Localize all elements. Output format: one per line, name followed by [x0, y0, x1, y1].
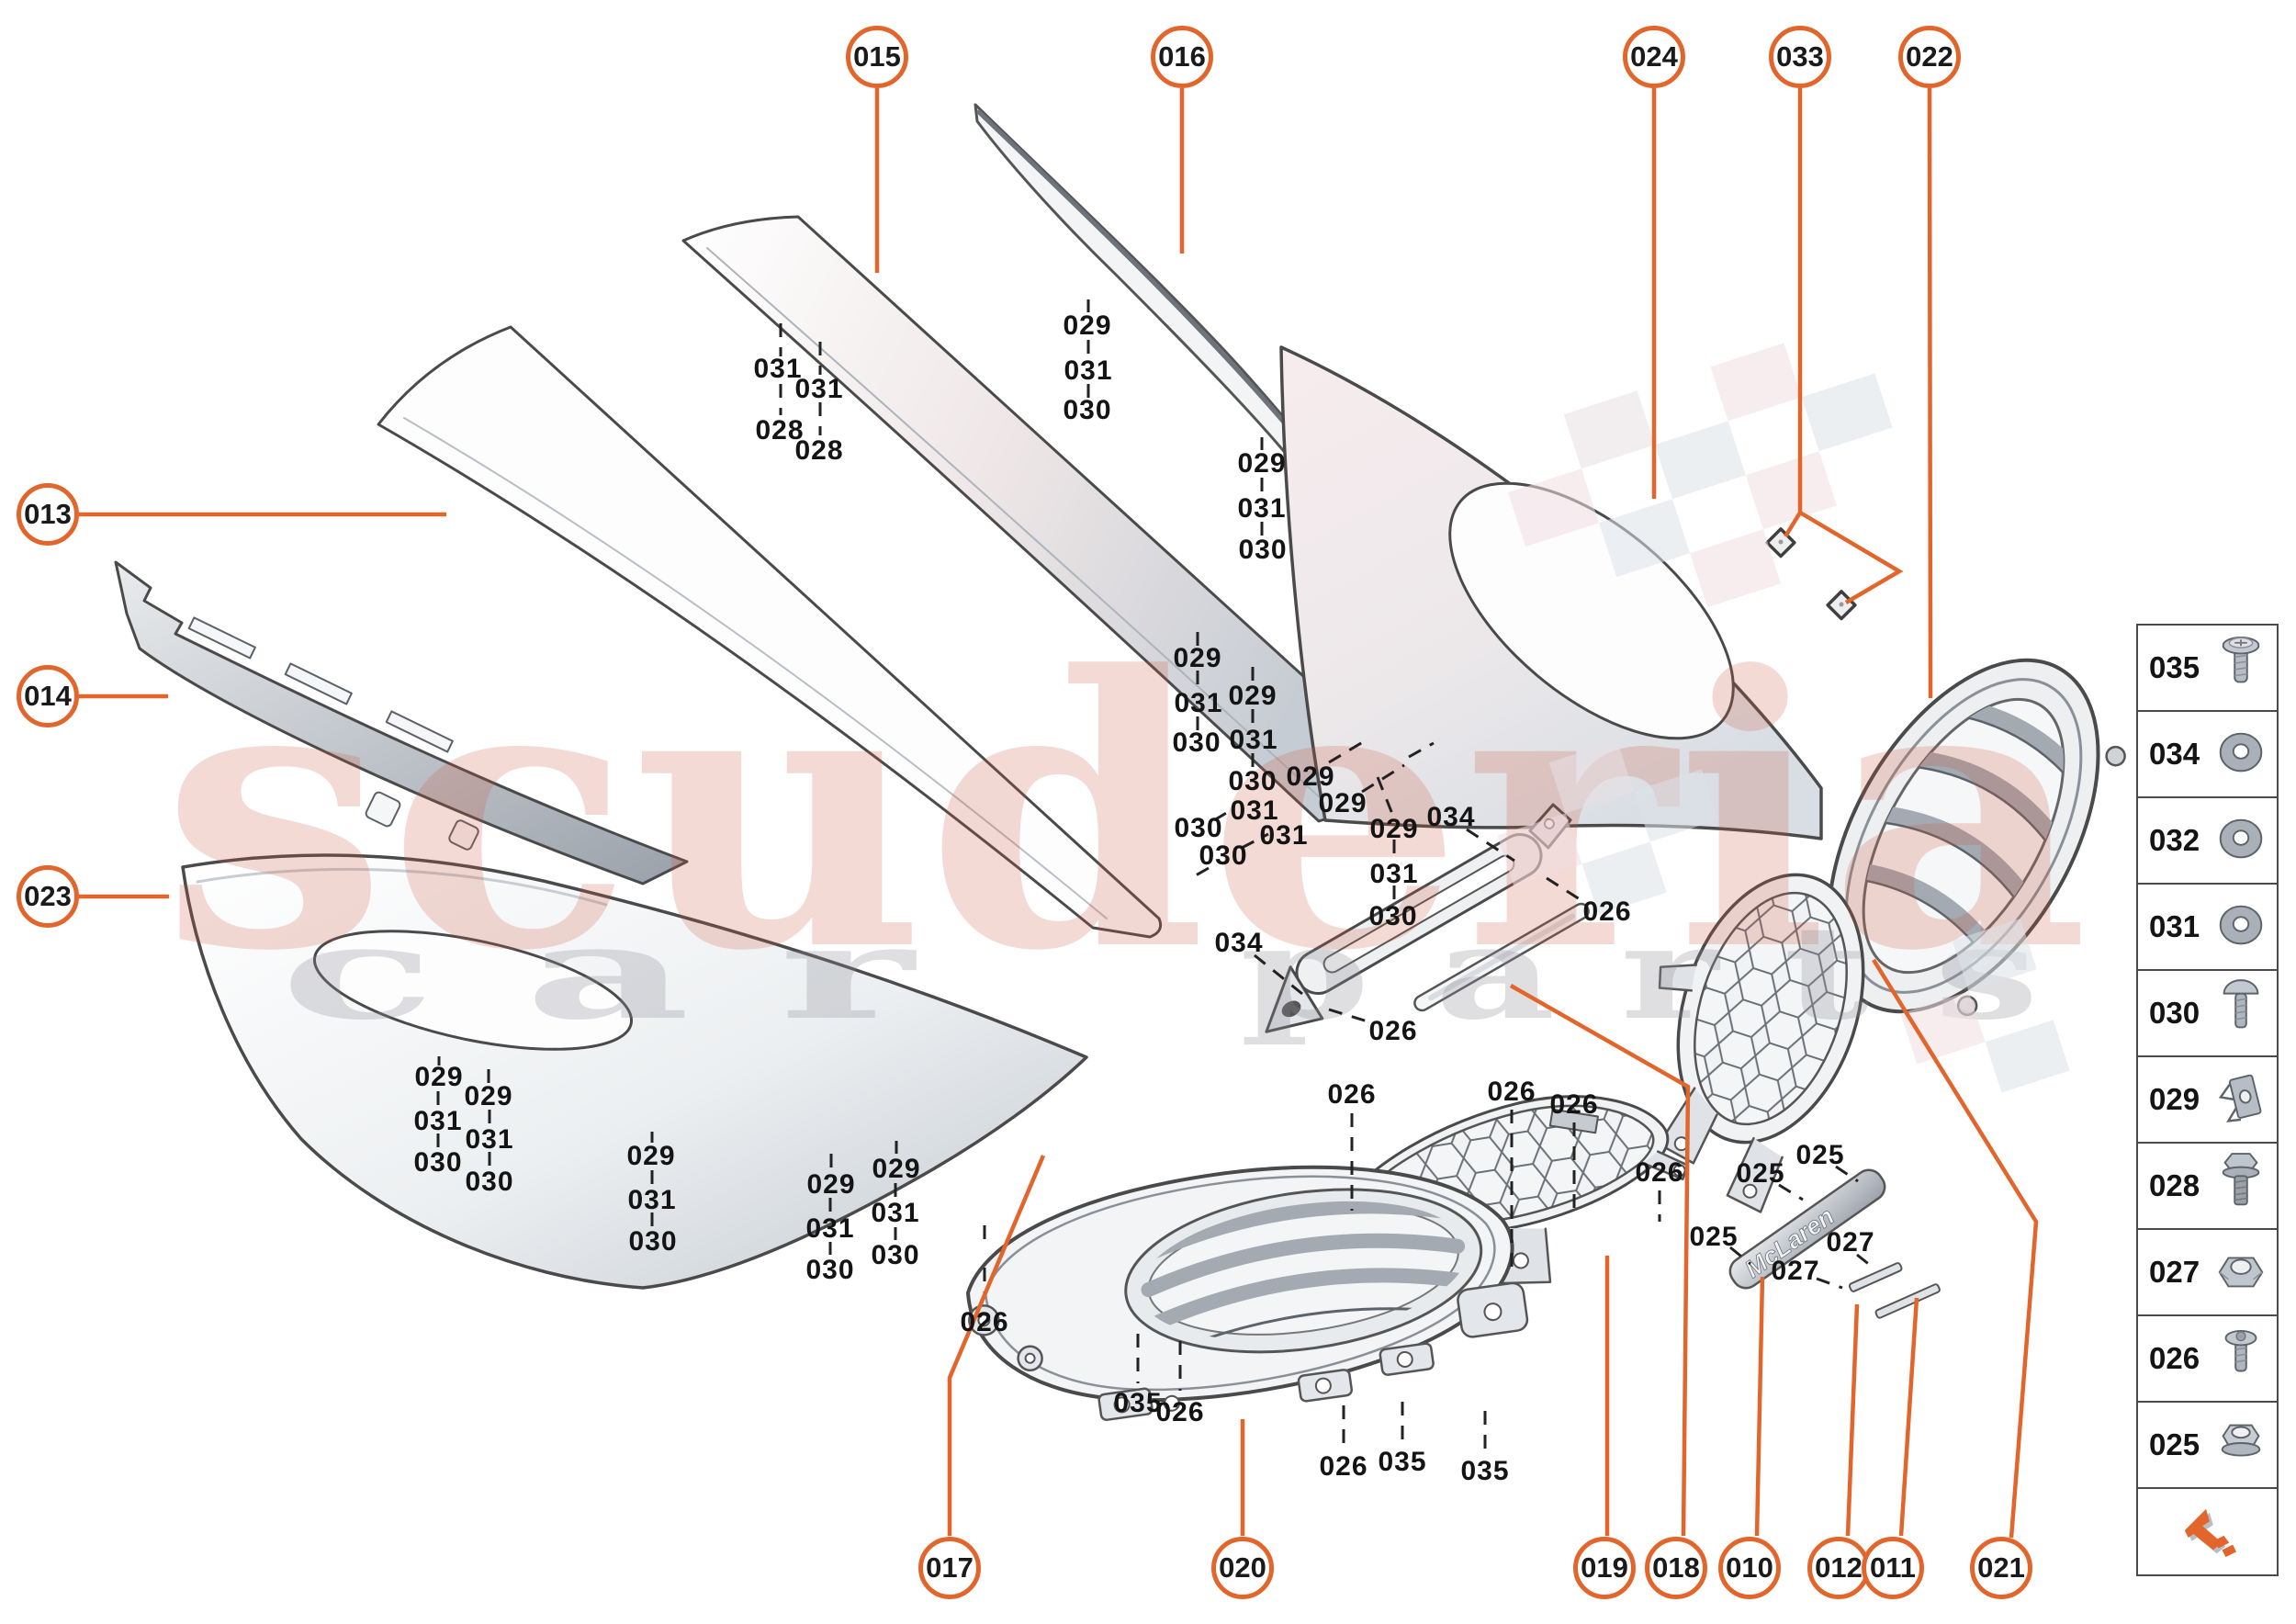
pan-screw-icon	[2212, 630, 2269, 706]
legend-row-026: 026	[2138, 1316, 2277, 1403]
callout-leader-010	[1754, 1276, 1765, 1537]
scuderia-arrow-logo-icon	[2184, 1508, 2236, 1557]
watermark-word-car: c a r	[280, 898, 917, 1049]
callout-leader-033	[1798, 511, 1904, 604]
legend-label: 031	[2149, 909, 2200, 943]
legend-label: 029	[2149, 1082, 2200, 1116]
watermark-word-scuderia: scuderia	[161, 595, 2089, 1032]
label-leader-dashes	[436, 299, 1876, 1451]
legend-row-030: 030	[2138, 971, 2277, 1057]
button-screw-icon	[2212, 1321, 2269, 1397]
callout-leader-017	[947, 1155, 1046, 1536]
legend-row-029: 029	[2138, 1057, 2277, 1144]
callout-018[interactable]: 018	[1645, 1537, 1707, 1599]
legend-row-035: 035	[2138, 626, 2277, 712]
fastener-legend-sidebar: 035 034 032 031 030 029 028 027 026 025	[2136, 624, 2279, 1576]
callout-023[interactable]: 023	[17, 865, 79, 928]
callout-013[interactable]: 013	[17, 483, 79, 546]
legend-label: 035	[2149, 650, 2200, 684]
legend-label: 032	[2149, 823, 2200, 857]
part-thin-blade	[1413, 902, 1590, 1012]
part-023-quarter-panel	[181, 853, 1088, 1290]
callout-033[interactable]: 033	[1769, 26, 1831, 88]
legend-label: 030	[2149, 996, 2200, 1030]
legend-row-028: 028	[2138, 1144, 2277, 1230]
part-021-honeycomb-grille	[1658, 873, 1865, 1213]
callout-021[interactable]: 021	[1970, 1537, 2032, 1599]
legend-row-025: 025	[2138, 1403, 2277, 1489]
legend-row-027: 027	[2138, 1230, 2277, 1316]
legend-label: 028	[2149, 1168, 2200, 1202]
parts-layer: McLaren	[114, 103, 2126, 1422]
u-clip-nut-icon	[2212, 1062, 2269, 1138]
part-014-inner-panel	[114, 560, 689, 885]
washer-icon	[2212, 716, 2269, 793]
legend-label: 026	[2149, 1341, 2200, 1375]
dome-screw-icon	[2212, 976, 2269, 1052]
part-stay-handle	[1265, 803, 1572, 1033]
callout-011[interactable]: 011	[1862, 1537, 1924, 1599]
callout-019[interactable]: 019	[1573, 1537, 1636, 1599]
flange-nut-icon	[2212, 1407, 2269, 1483]
watermark: scuderia c a r p a r t s	[161, 343, 2089, 1093]
legend-label: 025	[2149, 1427, 2200, 1461]
washer-icon	[2212, 889, 2269, 965]
callout-leader-011	[1898, 1297, 1919, 1537]
callout-012[interactable]: 012	[1807, 1537, 1870, 1599]
callout-010[interactable]: 010	[1718, 1537, 1781, 1599]
part-033-clips	[1765, 527, 1857, 621]
callout-020[interactable]: 020	[1211, 1537, 1274, 1599]
callout-leader-018	[1509, 984, 1691, 1537]
callout-016[interactable]: 016	[1151, 26, 1213, 88]
callout-leader-021	[1872, 958, 2039, 1539]
scuderia-logo-cell	[2138, 1489, 2277, 1574]
hex-nut-icon	[2212, 1235, 2269, 1311]
washer-icon	[2212, 803, 2269, 879]
legend-row-032: 032	[2138, 798, 2277, 885]
part-022-side-vent	[1800, 658, 2126, 1017]
legend-row-034: 034	[2138, 712, 2277, 798]
part-017-020-vent-bezel	[966, 1165, 1529, 1422]
flange-bolt-icon	[2212, 1148, 2269, 1224]
legend-label: 034	[2149, 737, 2200, 771]
callout-017[interactable]: 017	[918, 1537, 981, 1599]
callout-leader-layer	[79, 87, 2039, 1539]
callout-022[interactable]: 022	[1898, 26, 1961, 88]
legend-label: 027	[2149, 1255, 2200, 1289]
callout-015[interactable]: 015	[846, 26, 908, 88]
checkered-flag-watermark	[1497, 343, 2070, 1093]
callout-leader-012	[1845, 1303, 1860, 1537]
part-027-brackets	[1848, 1262, 1941, 1319]
callout-014[interactable]: 014	[17, 665, 79, 727]
legend-row-031: 031	[2138, 885, 2277, 971]
part-013-sill-blade	[377, 325, 1163, 939]
callout-024[interactable]: 024	[1623, 26, 1685, 88]
